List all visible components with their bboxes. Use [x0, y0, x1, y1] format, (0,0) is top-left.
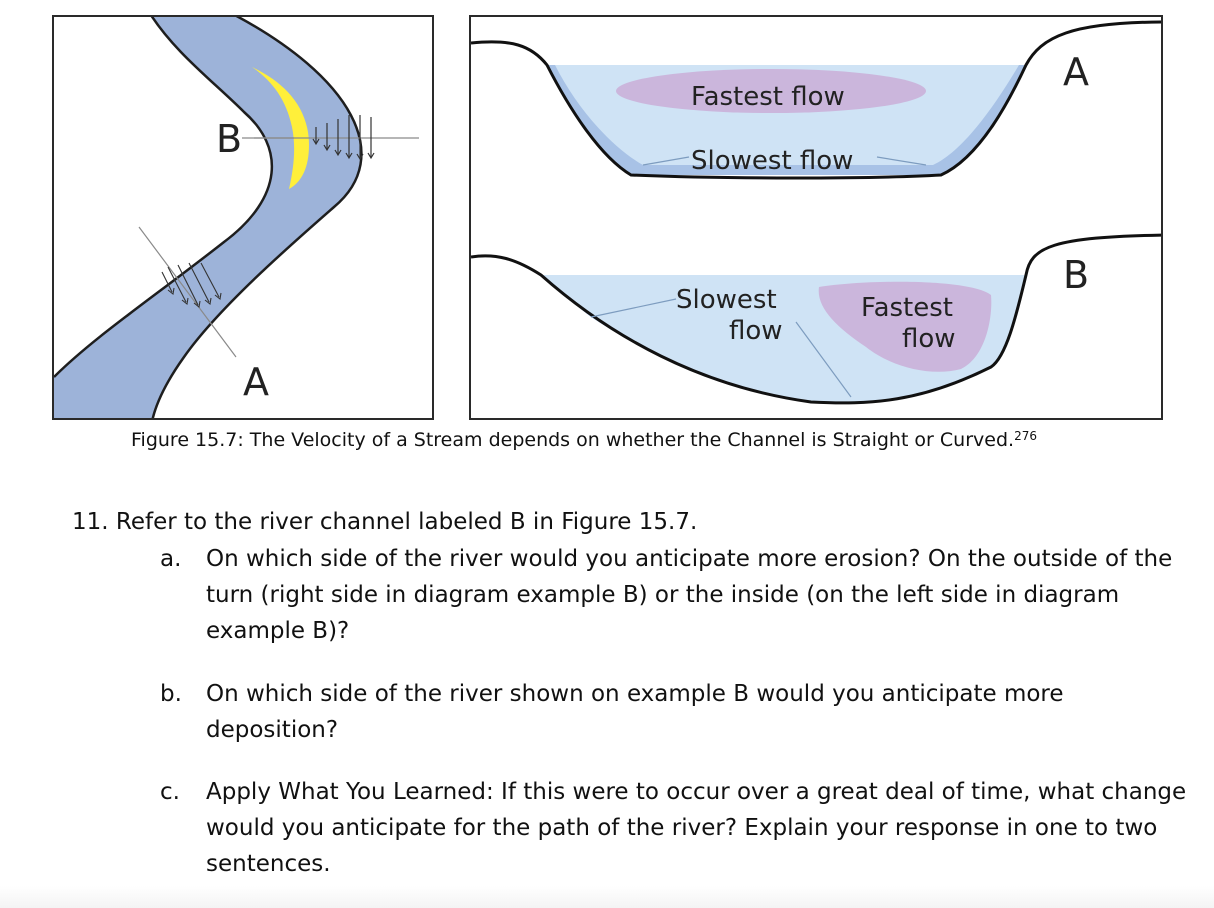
item-marker-a: a. [160, 546, 182, 572]
fastest-flow-label-b-line1: Fastest [861, 293, 953, 323]
slowest-flow-label-b-line2: flow [729, 316, 783, 346]
cross-sections: Fastest flow Slowest flow A Slowest flow… [469, 15, 1163, 420]
slowest-flow-label-b-line1: Slowest [676, 285, 777, 315]
meander-label-b: B [216, 117, 242, 161]
item-text-b: On which side of the river shown on exam… [206, 681, 1064, 743]
slowest-leader-b [590, 298, 677, 318]
item-text-c: Apply What You Learned: If this were to … [206, 779, 1187, 877]
question-item-b: b. On which side of the river shown on e… [160, 676, 1200, 748]
caption-reference: 276 [1014, 429, 1037, 443]
question-heading: 11. Refer to the river channel labeled B… [72, 509, 698, 535]
meander-plan-view: B A [52, 15, 434, 420]
question-item-a: a. On which side of the river would you … [160, 541, 1200, 649]
channel-a-bed [471, 20, 1161, 180]
fastest-flow-zone-a [616, 69, 926, 113]
cross-section-b: Slowest flow Fastest flow B [471, 233, 1161, 405]
page-bottom-fade [0, 886, 1214, 908]
slowest-leader-a-left [642, 156, 690, 166]
cross-section-b-label: B [1063, 253, 1089, 297]
caption-text: Figure 15.7: The Velocity of a Stream de… [131, 429, 1015, 451]
meander-diagram: B A [54, 17, 419, 418]
river-inner-bank [54, 17, 274, 378]
velocity-arrows-b [312, 115, 375, 161]
item-marker-b: b. [160, 681, 182, 707]
meander-label-a: A [243, 360, 269, 404]
fastest-leader-b [795, 321, 852, 398]
point-bar [252, 67, 309, 189]
transect-a-line [138, 226, 237, 358]
item-text-a: On which side of the river would you ant… [206, 546, 1173, 644]
river-outer-bank [151, 17, 363, 418]
slowest-leader-a-right [876, 156, 927, 166]
item-marker-c: c. [160, 779, 180, 805]
cross-section-diagram: Fastest flow Slowest flow A Slowest flow… [471, 20, 1161, 405]
cross-section-a: Fastest flow Slowest flow A [471, 20, 1161, 180]
cross-section-a-label: A [1063, 50, 1089, 94]
river-channel [54, 17, 362, 418]
figure-caption: Figure 15.7: The Velocity of a Stream de… [131, 429, 1037, 451]
velocity-arrows-a [161, 262, 222, 309]
fastest-flow-label-b-line2: flow [902, 324, 956, 354]
channel-b-bed [471, 233, 1161, 405]
fastest-flow-zone-b [818, 281, 992, 372]
question-item-c: c. Apply What You Learned: If this were … [160, 774, 1200, 882]
fastest-flow-label-a: Fastest flow [691, 82, 845, 112]
slowest-flow-label-a: Slowest flow [691, 146, 853, 176]
